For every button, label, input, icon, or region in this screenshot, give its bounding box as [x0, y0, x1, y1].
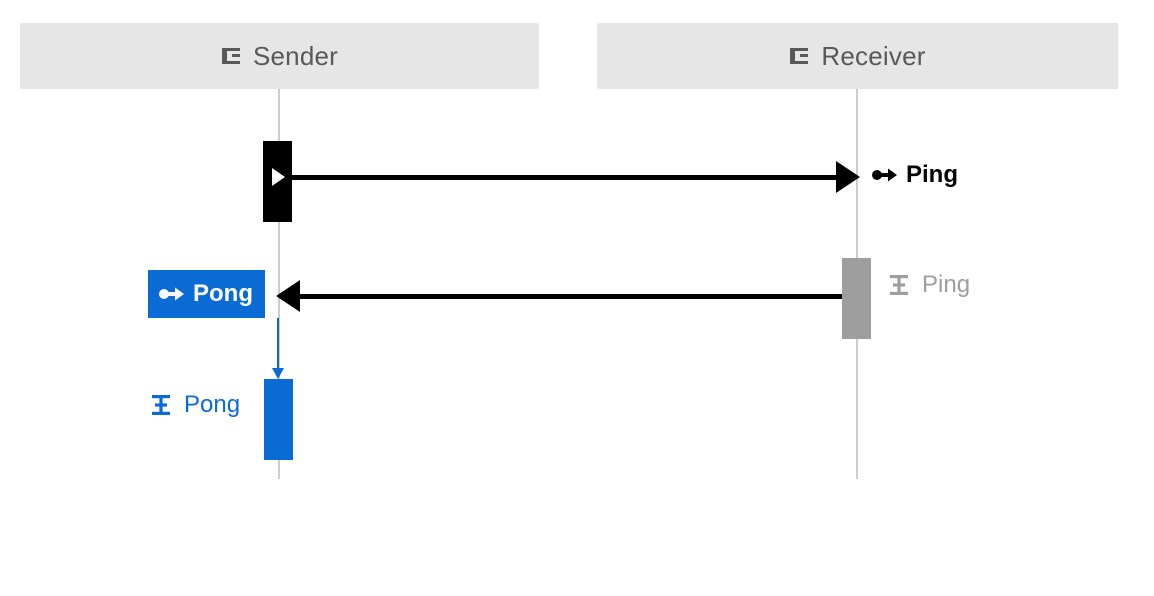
execution-ping-text: Ping [922, 271, 971, 298]
message-pong-arrowhead-icon [276, 280, 300, 312]
message-pong-text: Pong [193, 279, 253, 307]
message-ping-text: Ping [906, 161, 958, 188]
message-pong-line[interactable] [300, 294, 842, 299]
execution-pong-text: Pong [184, 391, 241, 418]
activation-start-marker-icon [272, 168, 285, 186]
activation-receiver-ping[interactable] [842, 258, 871, 339]
execution-pong-label[interactable]: Pong [150, 391, 240, 419]
message-send-icon [871, 167, 897, 183]
participant-receiver-label: Receiver [821, 40, 926, 71]
participant-receiver[interactable]: Receiver [597, 23, 1118, 89]
pong-connector-arrowhead-icon [272, 368, 284, 379]
pong-connector-line [277, 318, 279, 370]
execution-icon [150, 393, 172, 417]
participant-icon [789, 45, 811, 67]
execution-icon [888, 273, 910, 297]
participant-sender-label: Sender [252, 40, 339, 71]
participant-sender[interactable]: Sender [20, 23, 539, 89]
message-ping-arrowhead-icon [836, 161, 860, 193]
message-ping-label[interactable]: Ping [871, 161, 958, 189]
activation-sender-pong[interactable] [264, 379, 293, 460]
execution-ping-label[interactable]: Ping [888, 271, 970, 299]
message-pong-label[interactable]: Pong [148, 270, 265, 318]
message-ping-line[interactable] [292, 175, 842, 180]
participant-icon [221, 45, 243, 67]
message-send-icon [158, 286, 184, 302]
